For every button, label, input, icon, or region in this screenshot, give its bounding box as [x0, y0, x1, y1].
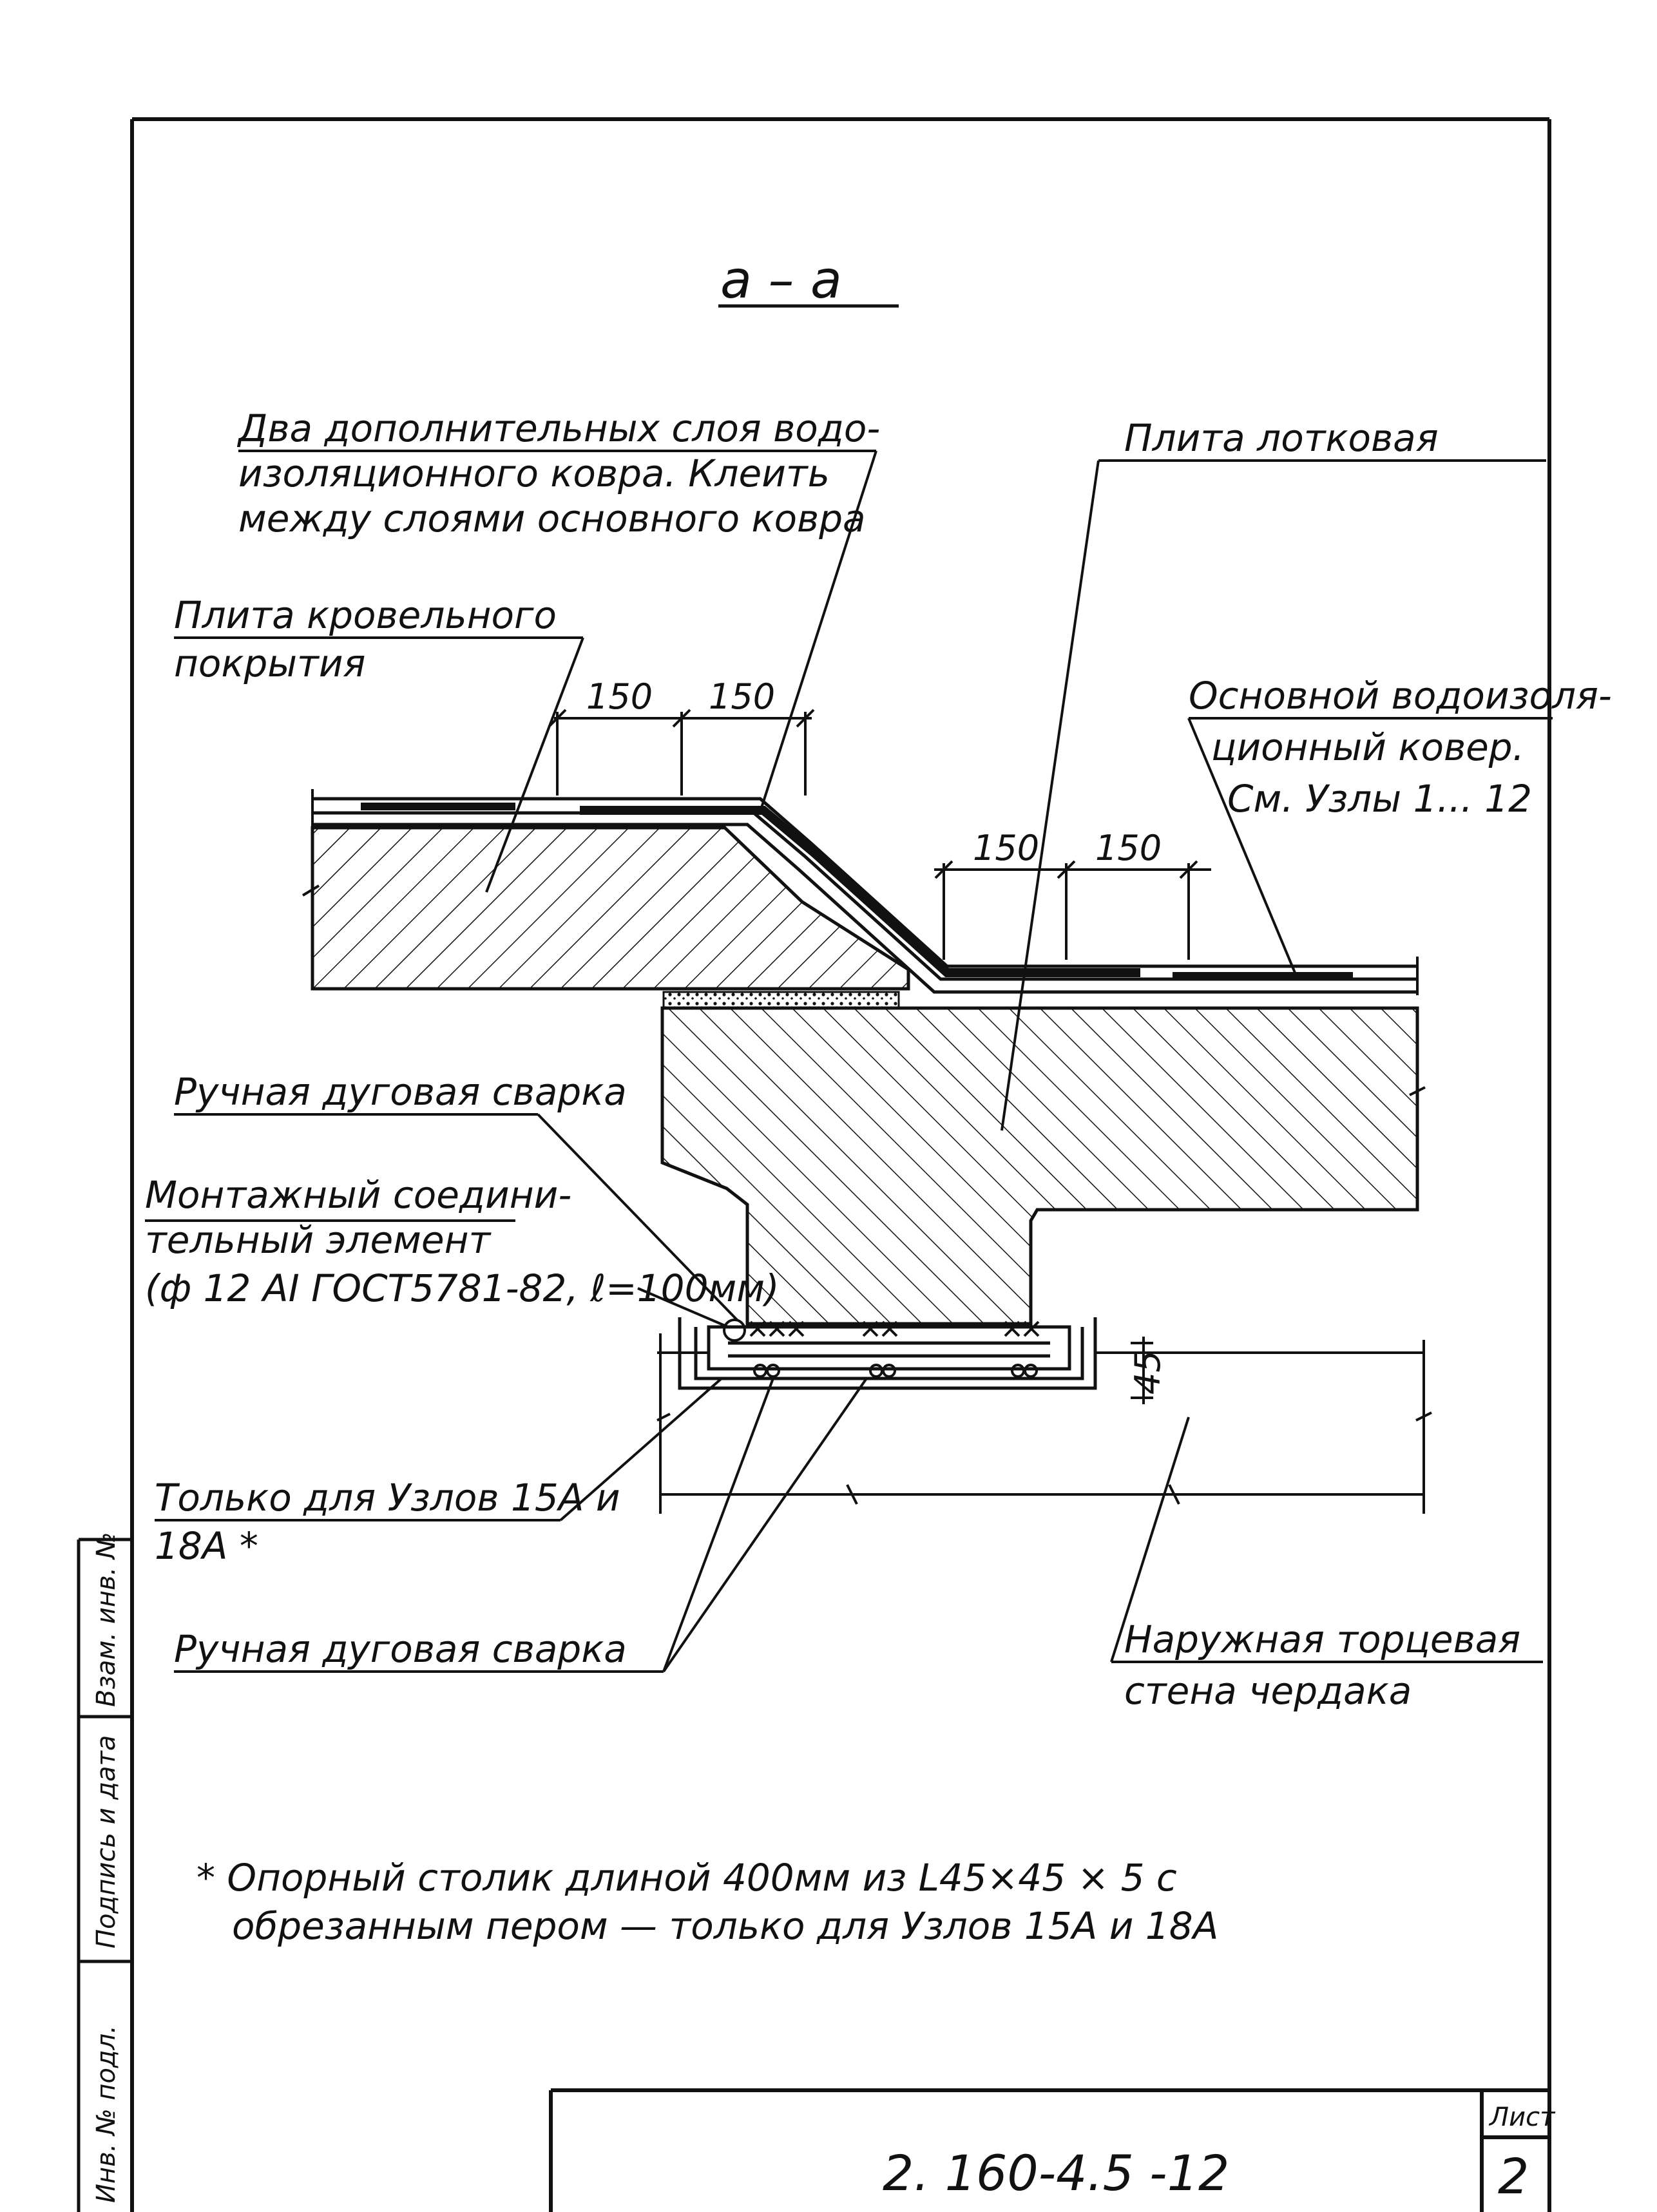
label-mount-element-2: тельный элемент	[145, 1218, 492, 1262]
leader-gutter-slab	[1001, 459, 1546, 1131]
label-weld-top: Ручная дуговая сварка	[174, 1070, 627, 1114]
dimension-top	[548, 709, 815, 796]
leader-main-carpet	[1187, 717, 1553, 973]
label-weld-bottom: Ручная дуговая сварка	[174, 1627, 627, 1671]
sheet-frame	[130, 117, 1551, 2212]
dim-top-right: 150	[709, 676, 775, 717]
footnote-line-1: * Опорный столик длиной 400мм из L45×45 …	[196, 1856, 1177, 1900]
leader-only-nodes	[155, 1377, 723, 1521]
gutter-slab	[660, 1006, 1419, 1326]
roof-slab-break-mark	[302, 884, 320, 897]
leader-mount-element	[145, 1219, 729, 1328]
stamp-signature-date: Подпись и дата	[91, 1735, 121, 1949]
label-roof-slab-1: Плита кровельного	[174, 593, 557, 637]
mortar-bed	[662, 991, 900, 1009]
label-gutter-slab: Плита лотковая	[1124, 416, 1439, 460]
dim-height-45: 45	[1127, 1350, 1168, 1395]
label-two-layers-2: изоляционного ковра. Клеить	[238, 452, 830, 495]
leader-weld-bottom	[174, 1377, 868, 1673]
drawing-code: 2. 160-4.5 -12	[883, 2144, 1229, 2202]
label-mount-element-3: (ф 12 АI ГОСТ5781-82, ℓ=100мм)	[145, 1266, 780, 1310]
stamp-inv-replace: Взам. инв. №	[91, 1532, 121, 1707]
footnote-line-2: обрезанным пером — только для Узлов 15А …	[232, 1904, 1218, 1948]
label-mount-element-1: Монтажный соедини-	[145, 1173, 571, 1217]
label-two-layers-1: Два дополнительных слоя водо-	[236, 406, 880, 450]
section-title: a – a	[720, 250, 842, 310]
title-block: 2. 160-4.5 -12 Лист 2	[549, 2088, 1556, 2212]
leader-weld-top	[174, 1113, 739, 1322]
label-main-carpet-2: ционный ковер.	[1211, 725, 1524, 769]
dim-top-left: 150	[586, 676, 653, 717]
label-outer-wall-2: стена чердака	[1124, 1669, 1412, 1713]
dim-mid-right: 150	[1095, 828, 1162, 868]
sheet-label: Лист	[1488, 2102, 1556, 2132]
leader-two-layers	[238, 450, 877, 812]
weld-symbols	[723, 1319, 1040, 1378]
label-outer-wall-1: Наружная торцевая	[1124, 1617, 1520, 1661]
side-stamp: Инв. № подл. Подпись и дата Взам. инв. №	[77, 1532, 132, 2212]
label-main-carpet-3: См. Узлы 1... 12	[1227, 777, 1532, 821]
label-main-carpet-1: Основной водоизоля-	[1189, 674, 1612, 718]
leader-outer-wall	[1110, 1416, 1543, 1663]
carpet-edge-marks	[311, 789, 1419, 995]
waterproofing-carpet	[312, 797, 1417, 994]
leader-roof-slab	[174, 636, 584, 893]
label-two-layers-3: между слоями основного ковра	[238, 497, 866, 540]
label-only-nodes-1: Только для Узлов 15А и	[155, 1476, 620, 1520]
dim-mid-left: 150	[973, 828, 1039, 868]
label-only-nodes-2: 18А *	[155, 1524, 258, 1568]
gutter-slab-break-mark	[1409, 1086, 1426, 1096]
sheet-number: 2	[1498, 2148, 1529, 2205]
label-roof-slab-2: покрытия	[174, 642, 365, 685]
dimension-mid	[934, 860, 1211, 960]
stamp-inv-orig: Инв. № подл.	[91, 2025, 121, 2203]
